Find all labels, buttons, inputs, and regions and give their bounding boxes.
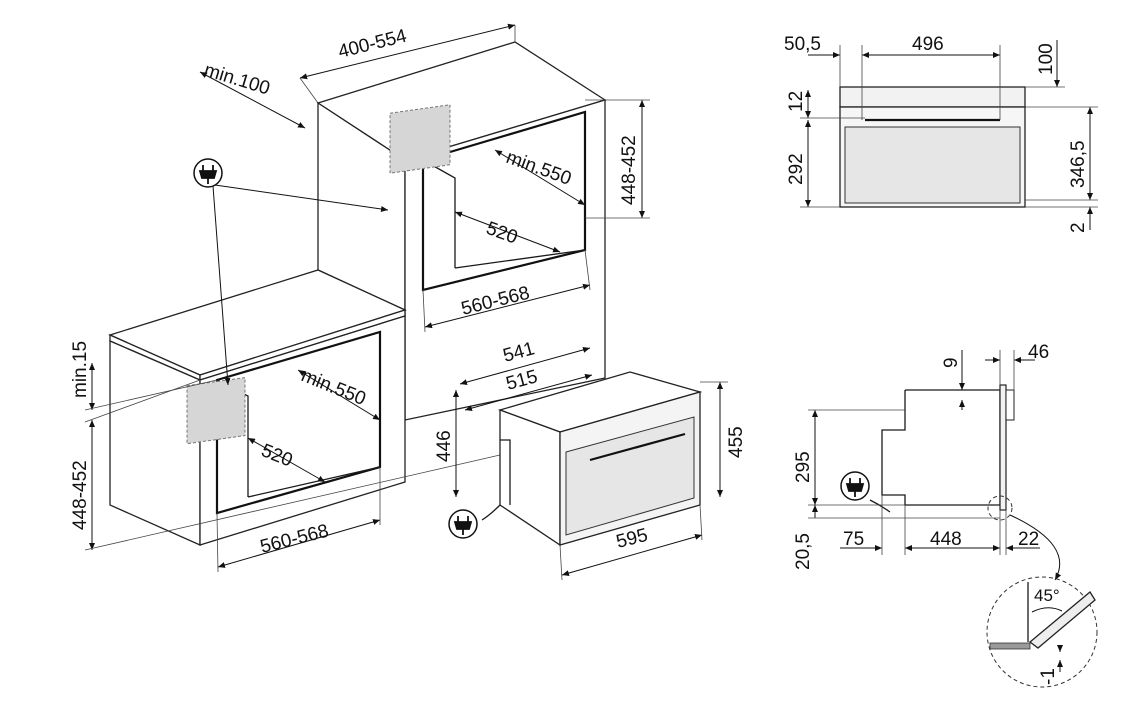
dim-front-strip: 12	[786, 91, 807, 112]
dim-side-panel: 46	[1028, 342, 1049, 363]
dim-base-min-top: min.15	[70, 341, 91, 398]
oven-iso	[481, 371, 703, 547]
plug-icon	[193, 158, 389, 386]
dim-detail-angle: 45°	[1034, 586, 1060, 605]
oven-side	[499, 409, 561, 547]
front-view-dimensions: 50,5 496 100 12 292 346,5 2	[784, 34, 1098, 233]
dim-front-door: 292	[786, 153, 807, 185]
dim-front-top: 100	[1036, 43, 1057, 75]
dim-side-depth: 448	[930, 529, 962, 550]
tall-socket-area	[389, 104, 451, 174]
side-view-dimensions: 9 46 295 20,5 75 448 22	[793, 342, 1049, 570]
dim-front-offset: 50,5	[784, 34, 821, 55]
dim-tall-width: 400-554	[336, 26, 409, 63]
dim-base-niche-height: 448-452	[70, 460, 91, 530]
plug-icon	[448, 509, 478, 539]
dim-oven-width: 595	[614, 525, 650, 553]
side-handle	[1005, 389, 1015, 421]
side-door-panel	[999, 384, 1007, 511]
side-body	[881, 389, 1001, 506]
plug-icon	[840, 471, 870, 501]
front-view	[839, 86, 1026, 208]
dim-base-niche-width: 560-568	[258, 521, 331, 558]
dim-side-bottom: 20,5	[793, 533, 814, 570]
oven-glass	[565, 416, 695, 536]
dim-oven-height-front: 455	[726, 426, 747, 458]
dim-tall-min-back: min.100	[202, 60, 273, 100]
base-socket-area	[186, 376, 246, 445]
detail-marker	[987, 495, 1013, 521]
dim-side-height: 295	[793, 451, 814, 483]
side-view	[869, 384, 1062, 581]
dim-side-top: 9	[941, 357, 962, 368]
dim-front-width: 496	[912, 34, 944, 55]
front-strip	[839, 86, 1026, 108]
dim-front-gap: 2	[1068, 222, 1089, 233]
dim-side-front: 22	[1018, 529, 1039, 550]
detail-view: -1 45°	[986, 576, 1098, 688]
dim-detail-offset: -1	[1038, 668, 1059, 685]
dim-oven-height-body: 446	[434, 430, 455, 462]
dim-side-back: 75	[843, 529, 864, 550]
dim-tall-niche-height: 448-452	[619, 135, 640, 205]
dim-front-height: 346,5	[1068, 140, 1089, 188]
oven-handle	[589, 432, 686, 462]
